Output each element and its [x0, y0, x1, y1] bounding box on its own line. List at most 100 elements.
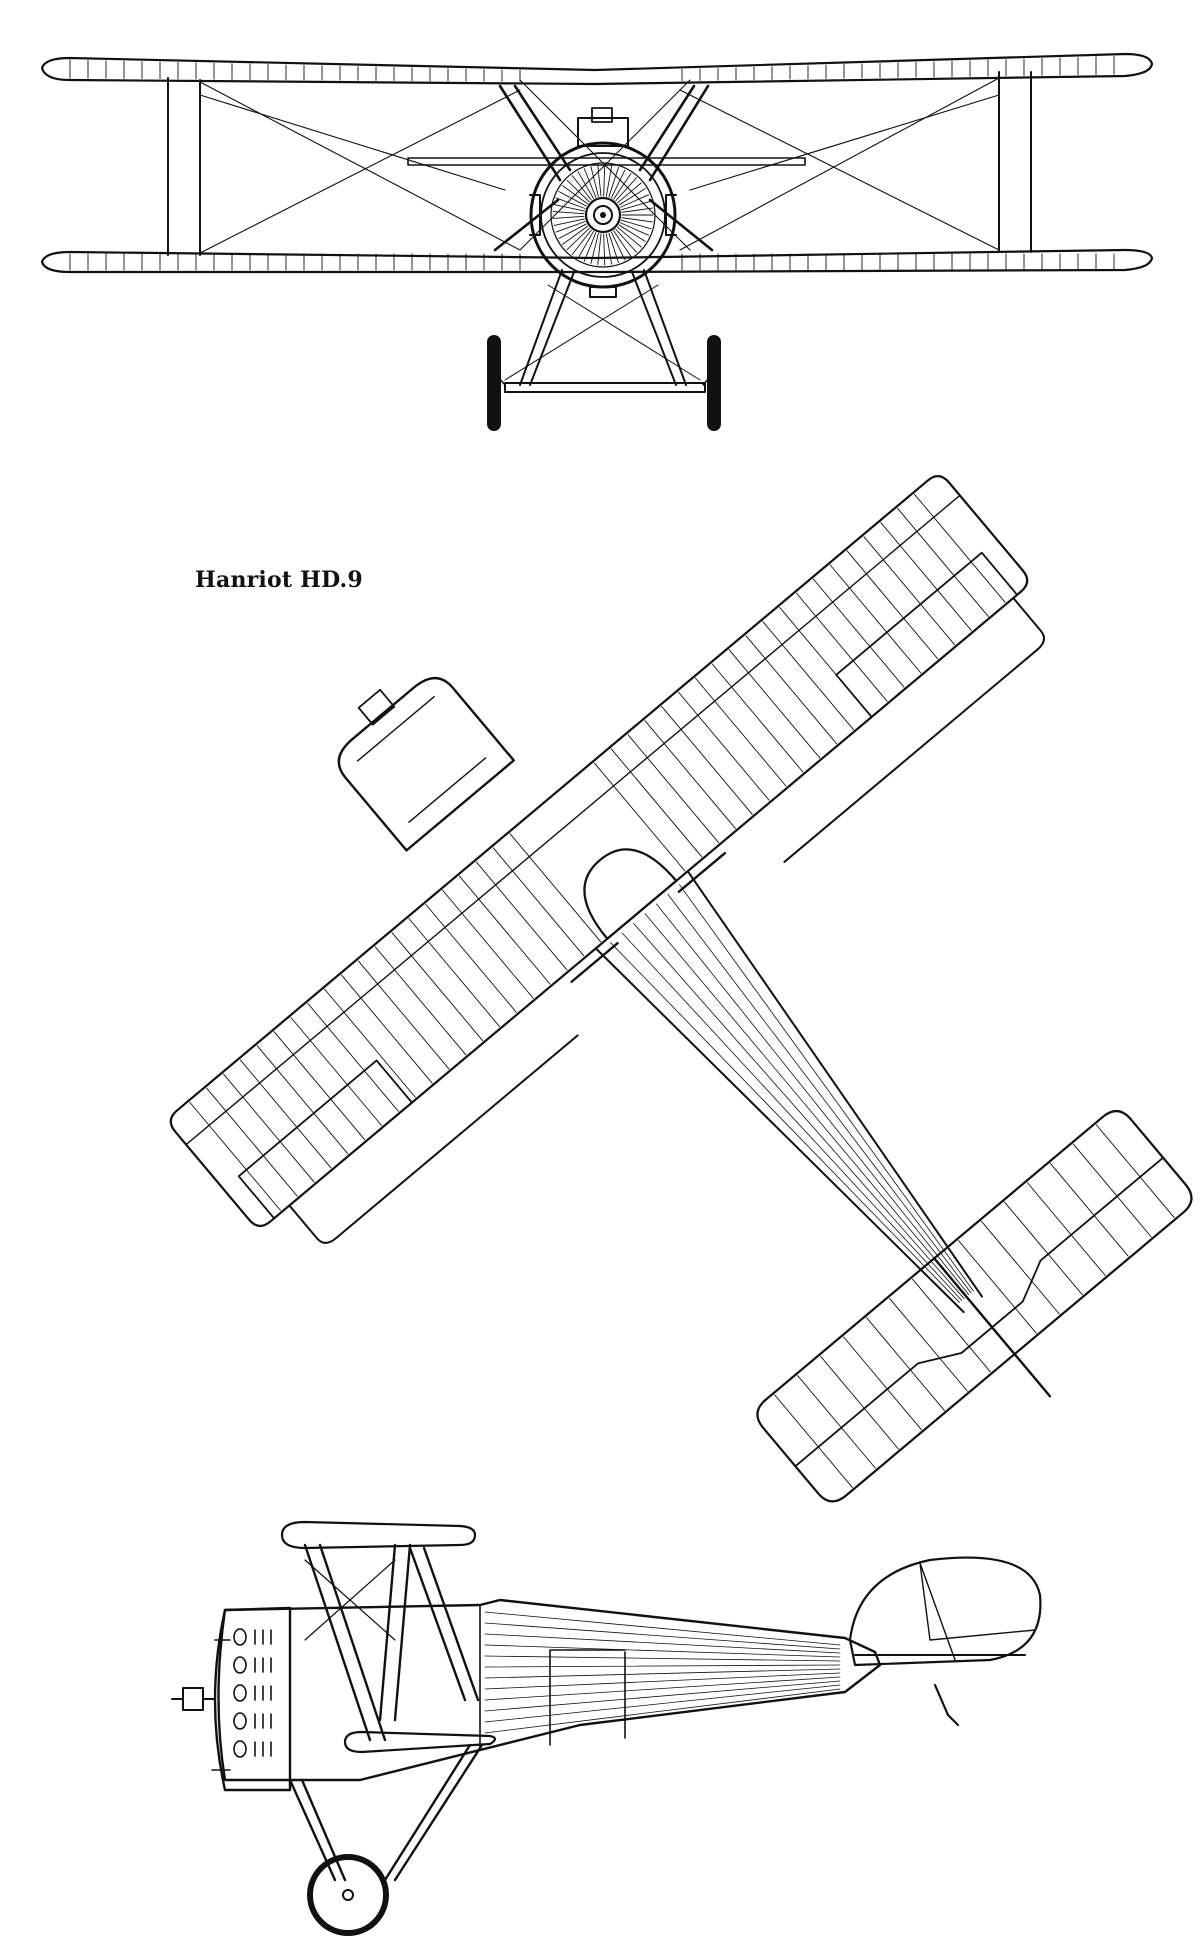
side-propeller-hub-icon	[182, 1687, 204, 1711]
engine-cowling	[529, 107, 677, 298]
side-cowl-louvres	[233, 1628, 272, 1758]
engine-fin	[621, 217, 653, 223]
side-stringer	[484, 1633, 841, 1654]
engine-fin	[552, 215, 585, 219]
engine-fin	[597, 164, 602, 197]
engine-fin	[610, 169, 626, 199]
plan-fuselage-stringer	[656, 903, 970, 1296]
side-lower-wing	[343, 1730, 497, 1754]
engine-fin	[617, 182, 642, 204]
plan-right-aileron	[835, 551, 1019, 718]
plan-tail-ribs	[774, 1124, 1175, 1489]
plan-tail-rib	[1004, 1201, 1083, 1296]
side-stringer	[484, 1680, 841, 1712]
engine-fin	[620, 200, 652, 211]
engine-fin	[621, 207, 653, 213]
engine-fin	[553, 218, 585, 226]
engine-fin	[590, 232, 599, 264]
side-stringer	[484, 1664, 841, 1668]
engine-fin	[613, 230, 632, 257]
plan-wing-rib	[863, 536, 956, 646]
plan-upper-wing	[169, 475, 1029, 1228]
plan-tail-rib	[912, 1278, 991, 1373]
plan-wing-rib	[273, 1031, 366, 1141]
plan-wing-rib	[897, 507, 989, 617]
engine-fin	[558, 223, 587, 239]
plan-tail-rib	[981, 1220, 1060, 1315]
engine-fin	[553, 204, 585, 212]
engine-fin	[583, 232, 597, 262]
engine-fin	[590, 166, 599, 198]
engine-fin	[613, 173, 632, 200]
side-cowl-vent	[233, 1656, 247, 1674]
engine-fin	[619, 194, 650, 208]
plan-tail-rib	[889, 1297, 968, 1392]
engine-fin	[603, 164, 606, 197]
engine-fin	[610, 231, 626, 261]
engine-fin	[555, 197, 586, 209]
plan-wing-rib	[880, 522, 972, 632]
plan-wing-rib	[728, 649, 821, 759]
side-stringer	[484, 1688, 841, 1734]
engine-fin	[605, 233, 613, 265]
engine-fin	[620, 219, 652, 230]
plan-fuselage-stringer	[667, 893, 972, 1294]
engine-fin	[577, 231, 594, 259]
front-lower-wing-ribs	[69, 253, 1115, 271]
side-cowl-vent	[233, 1628, 247, 1646]
engine-fin	[577, 171, 594, 199]
plan-wing-rib	[644, 720, 736, 830]
plan-wing-rib	[341, 974, 433, 1084]
plan-wing-rib	[610, 748, 703, 858]
side-stringer	[484, 1684, 841, 1723]
plan-tail-rib	[774, 1394, 853, 1489]
plan-wing-rib	[189, 1101, 281, 1211]
plan-wing-rib	[206, 1087, 298, 1197]
plan-tail-rib	[958, 1240, 1037, 1334]
engine-fin	[608, 232, 619, 264]
engine-fin	[608, 166, 619, 198]
plan-wing-rib	[661, 705, 753, 815]
plan-wing-rib	[307, 1002, 399, 1112]
front-upper-wing	[40, 52, 1154, 86]
plan-wing-rib	[593, 762, 686, 872]
side-wheel	[307, 1854, 389, 1936]
front-upper-wing-ribs	[69, 55, 1115, 82]
plan-wing-rib	[492, 847, 585, 957]
side-cowl-vent	[233, 1712, 247, 1730]
plan-wing-rib	[678, 691, 770, 801]
plan-wing-rib	[762, 621, 854, 731]
plan-wing-rib	[812, 578, 905, 688]
side-fuselage-stringers	[484, 1611, 841, 1734]
engine-fin	[618, 224, 646, 242]
side-stringer	[484, 1644, 841, 1658]
plan-wing-rib	[425, 903, 517, 1013]
front-interplane-struts	[167, 71, 1032, 256]
plan-tailplane	[756, 1110, 1193, 1503]
plan-wing-rib	[391, 932, 484, 1042]
front-left-wheel	[487, 335, 501, 431]
plan-wing-rib	[324, 988, 416, 1098]
plan-tail-rib	[797, 1375, 876, 1469]
plan-tail-rib	[1072, 1143, 1152, 1238]
front-tailplane	[407, 157, 806, 166]
engine-fin	[562, 185, 589, 205]
side-fin-rudder	[848, 1556, 1042, 1667]
engine-fin	[552, 211, 585, 215]
plan-wing-rib	[408, 918, 500, 1027]
engine-fin	[615, 177, 637, 202]
engine-fin	[597, 233, 602, 266]
plan-wing-rib	[694, 677, 787, 787]
propeller-hub-icon	[584, 196, 622, 234]
plan-wing-rib	[509, 833, 602, 943]
side-cowl-vent	[233, 1740, 247, 1758]
plan-wing-rib	[459, 875, 551, 985]
plan-wing-rib	[914, 493, 1006, 603]
side-stringer	[484, 1611, 841, 1646]
plan-wing-rib	[846, 550, 939, 660]
engine-cylinder-fins	[552, 164, 654, 266]
side-upper-wing	[280, 1520, 477, 1550]
plan-view	[169, 475, 1193, 1503]
engine-fin	[583, 168, 597, 198]
